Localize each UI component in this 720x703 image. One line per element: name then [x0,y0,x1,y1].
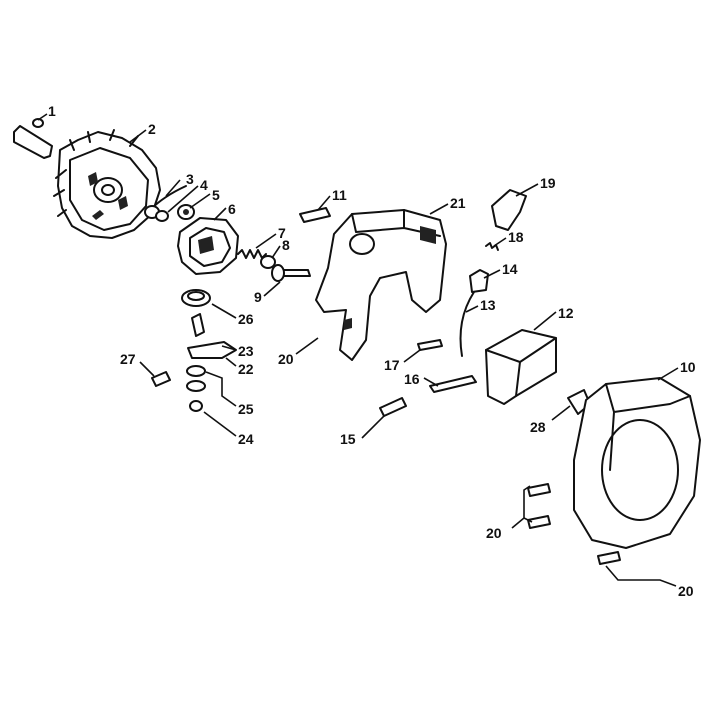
callout-25: 25 [238,401,254,417]
callout-22: 22 [238,361,254,377]
callout-23: 23 [238,343,254,359]
callout-20-bottom: 20 [678,583,694,599]
callout-14: 14 [502,261,518,277]
callout-8: 8 [282,237,290,253]
callout-10: 10 [680,359,696,375]
ignition-module-drawing [379,329,557,417]
callout-20-bracket: 20 [278,351,294,367]
callout-20-left: 20 [486,525,502,541]
callout-16: 16 [404,371,420,387]
callout-18: 18 [508,229,524,245]
callout-28: 28 [530,419,546,435]
leader-lines [37,113,679,587]
fan-housing-drawing [527,377,701,565]
callout-27: 27 [120,351,136,367]
stop-switch-parts-drawing [151,289,237,412]
bracket-housing-drawing [299,207,447,361]
callout-3: 3 [186,171,194,187]
callout-15: 15 [340,431,356,447]
callout-7: 7 [278,225,286,241]
callout-4: 4 [200,177,208,193]
callout-9: 9 [254,289,262,305]
callout-6: 6 [228,201,236,217]
callout-17: 17 [384,357,400,373]
callout-21: 21 [450,195,466,211]
clutch-drawing [177,217,239,275]
ignition-lead-drawing [459,189,527,357]
callout-12: 12 [558,305,574,321]
spring-screw-drawing [237,249,311,282]
flywheel-drawing [13,118,161,239]
callout-13: 13 [480,297,496,313]
callout-5: 5 [212,187,220,203]
callout-19: 19 [540,175,556,191]
callout-24: 24 [238,431,254,447]
callout-26: 26 [238,311,254,327]
callout-2: 2 [148,121,156,137]
callout-11: 11 [332,187,347,203]
callout-1: 1 [48,103,56,119]
callout-labels: 1 2 3 4 5 6 7 8 9 10 11 12 13 14 15 16 1… [48,103,696,599]
washers-drawing [144,185,195,222]
